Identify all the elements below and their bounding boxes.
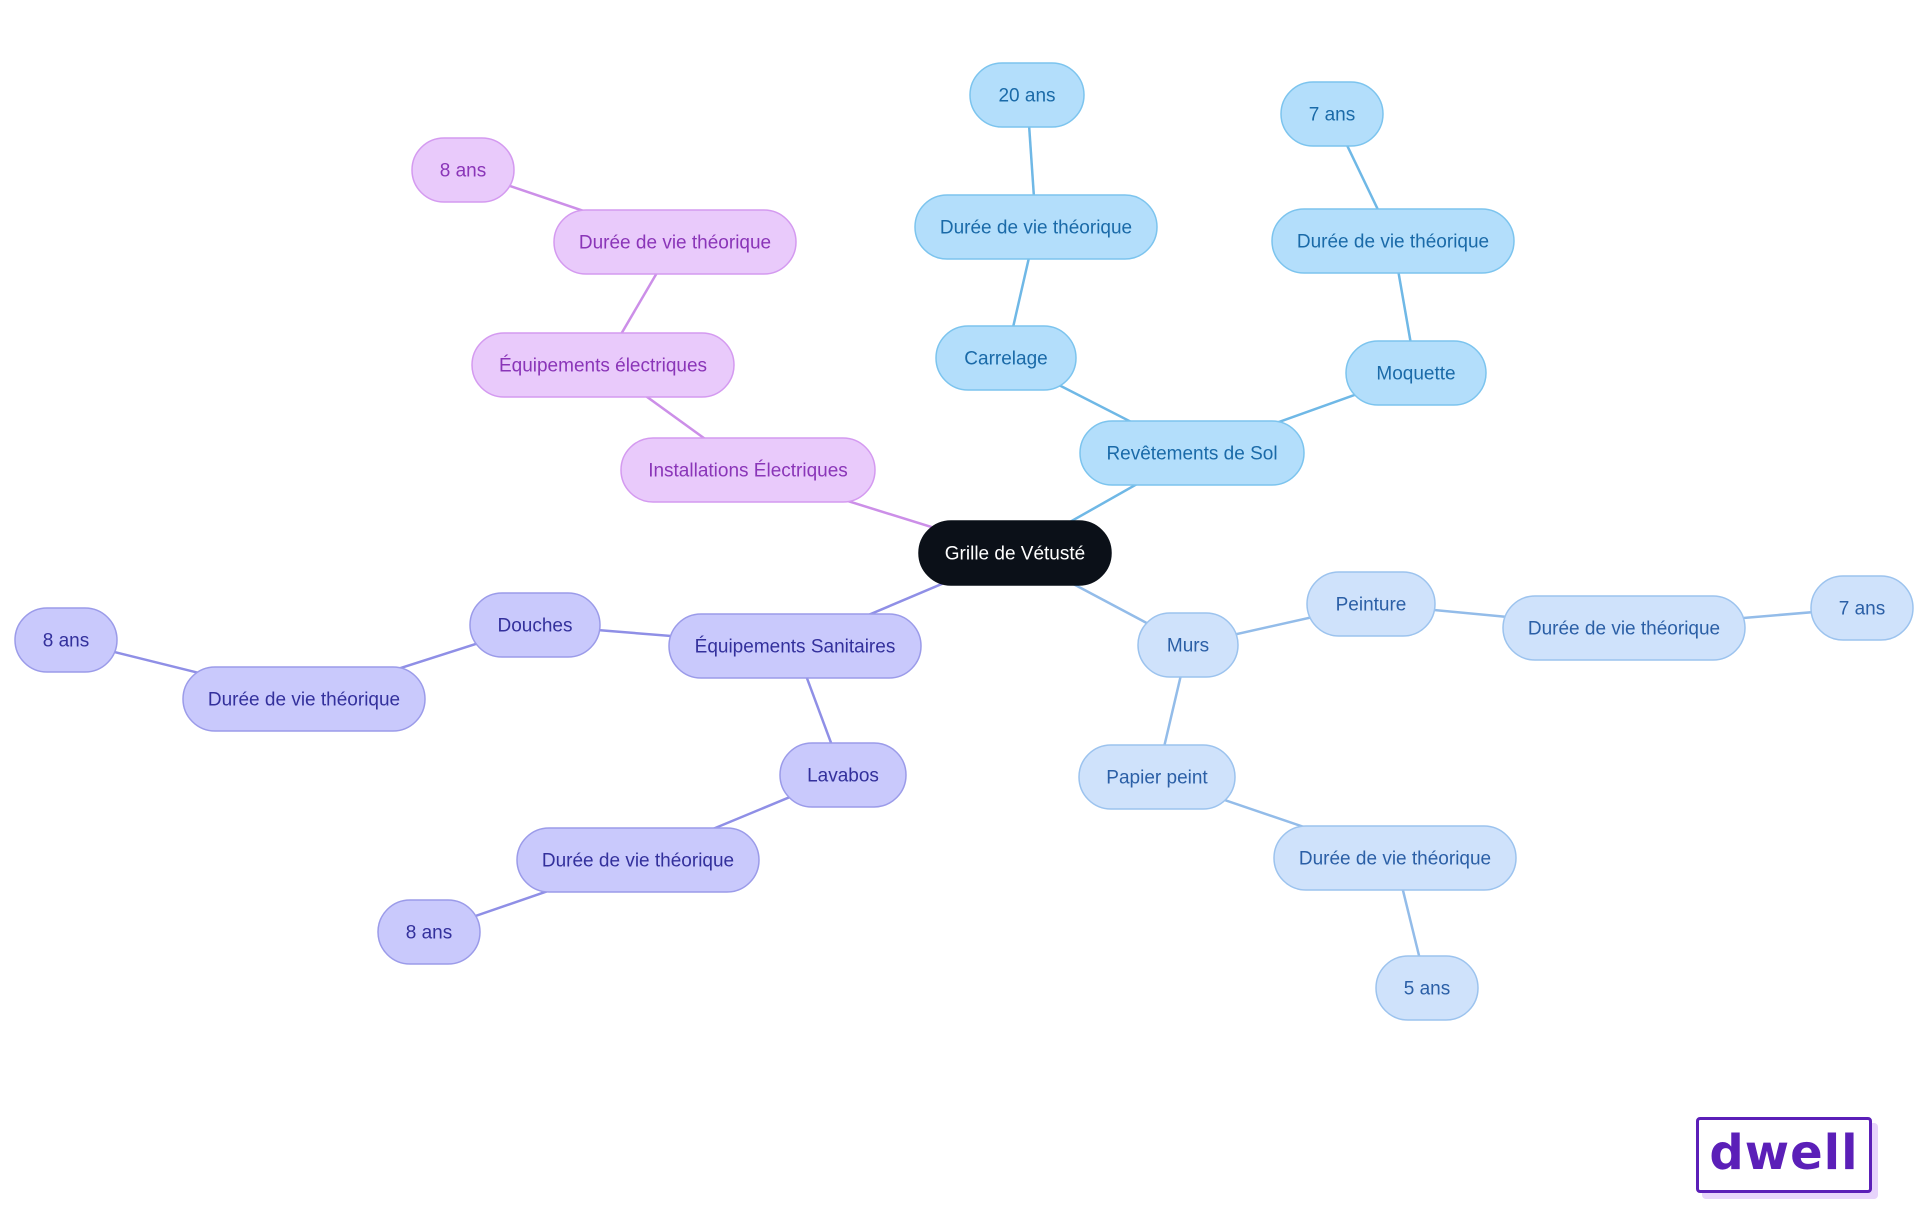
node-equipements-sanitaires-r-3-label: Équipements Sanitaires	[695, 637, 896, 658]
node-8-ans-r-2-0-0-0-bubble	[411, 137, 515, 203]
node-douches-r-3-0-label: Douches	[498, 616, 573, 637]
node-7-ans-r-0-1-0-0-label: 7 ans	[1309, 105, 1355, 126]
node-carrelage-r-0-0[interactable]: Carrelage	[935, 325, 1077, 391]
node-lavabos-r-3-1[interactable]: Lavabos	[779, 742, 907, 808]
node-murs-r-1[interactable]: Murs	[1137, 612, 1239, 678]
node-duree-de-vie-theorique-r-1-1-0[interactable]: Durée de vie théorique	[1273, 825, 1517, 891]
node-duree-de-vie-theorique-r-1-1-0-bubble	[1273, 825, 1517, 891]
node-5-ans-r-1-1-0-0-label: 5 ans	[1404, 979, 1450, 1000]
node-duree-de-vie-theorique-r-3-1-0-label: Durée de vie théorique	[542, 851, 734, 872]
dwell-logo: dwell	[1696, 1117, 1872, 1193]
node-duree-de-vie-theorique-r-0-0-0-label: Durée de vie théorique	[940, 218, 1132, 239]
node-installations-electriques-r-2[interactable]: Installations Électriques	[620, 437, 876, 503]
node-duree-de-vie-theorique-r-3-0-0[interactable]: Durée de vie théorique	[182, 666, 426, 732]
node-equipements-electriques-r-2-0[interactable]: Équipements électriques	[471, 332, 735, 398]
node-duree-de-vie-theorique-r-2-0-0-bubble	[553, 209, 797, 275]
node-duree-de-vie-theorique-r-3-0-0-label: Durée de vie théorique	[208, 690, 400, 711]
node-papier-peint-r-1-1-bubble	[1078, 744, 1236, 810]
node-carrelage-r-0-0-label: Carrelage	[964, 349, 1047, 370]
node-duree-de-vie-theorique-r-0-1-0[interactable]: Durée de vie théorique	[1271, 208, 1515, 274]
node-moquette-r-0-1-label: Moquette	[1376, 364, 1455, 385]
node-20-ans-r-0-0-0-0-bubble	[969, 62, 1085, 128]
node-duree-de-vie-theorique-r-1-0-0-bubble	[1502, 595, 1746, 661]
node-7-ans-r-1-0-0-0-label: 7 ans	[1839, 599, 1885, 620]
node-equipements-sanitaires-r-3-bubble	[668, 613, 922, 679]
node-douches-r-3-0-bubble	[469, 592, 601, 658]
node-duree-de-vie-theorique-r-2-0-0-label: Durée de vie théorique	[579, 233, 771, 254]
node-carrelage-r-0-0-bubble	[935, 325, 1077, 391]
node-root-grille-de-vetuste-bubble	[918, 520, 1112, 586]
node-8-ans-r-2-0-0-0[interactable]: 8 ans	[411, 137, 515, 203]
node-8-ans-r-2-0-0-0-label: 8 ans	[440, 161, 486, 182]
node-installations-electriques-r-2-bubble	[620, 437, 876, 503]
node-duree-de-vie-theorique-r-0-0-0-bubble	[914, 194, 1158, 260]
node-duree-de-vie-theorique-r-3-0-0-bubble	[182, 666, 426, 732]
node-7-ans-r-1-0-0-0[interactable]: 7 ans	[1810, 575, 1914, 641]
node-peinture-r-1-0-bubble	[1306, 571, 1436, 637]
node-equipements-electriques-r-2-0-bubble	[471, 332, 735, 398]
node-8-ans-r-3-0-0-0-bubble	[14, 607, 118, 673]
node-root-grille-de-vetuste-label: Grille de Vétusté	[945, 544, 1085, 565]
node-equipements-sanitaires-r-3[interactable]: Équipements Sanitaires	[668, 613, 922, 679]
node-revetements-de-sol-r-0-bubble	[1079, 420, 1305, 486]
node-peinture-r-1-0[interactable]: Peinture	[1306, 571, 1436, 637]
node-revetements-de-sol-r-0[interactable]: Revêtements de Sol	[1079, 420, 1305, 486]
node-5-ans-r-1-1-0-0-bubble	[1375, 955, 1479, 1021]
node-lavabos-r-3-1-bubble	[779, 742, 907, 808]
node-duree-de-vie-theorique-r-1-1-0-label: Durée de vie théorique	[1299, 849, 1491, 870]
node-lavabos-r-3-1-label: Lavabos	[807, 766, 879, 787]
node-duree-de-vie-theorique-r-2-0-0[interactable]: Durée de vie théorique	[553, 209, 797, 275]
node-murs-r-1-bubble	[1137, 612, 1239, 678]
node-5-ans-r-1-1-0-0[interactable]: 5 ans	[1375, 955, 1479, 1021]
node-8-ans-r-3-1-0-0-label: 8 ans	[406, 923, 452, 944]
node-duree-de-vie-theorique-r-1-0-0-label: Durée de vie théorique	[1528, 619, 1720, 640]
node-duree-de-vie-theorique-r-1-0-0[interactable]: Durée de vie théorique	[1502, 595, 1746, 661]
node-20-ans-r-0-0-0-0[interactable]: 20 ans	[969, 62, 1085, 128]
node-duree-de-vie-theorique-r-0-0-0[interactable]: Durée de vie théorique	[914, 194, 1158, 260]
node-revetements-de-sol-r-0-label: Revêtements de Sol	[1106, 444, 1277, 465]
node-8-ans-r-3-0-0-0[interactable]: 8 ans	[14, 607, 118, 673]
node-8-ans-r-3-1-0-0-bubble	[377, 899, 481, 965]
node-8-ans-r-3-1-0-0[interactable]: 8 ans	[377, 899, 481, 965]
node-moquette-r-0-1[interactable]: Moquette	[1345, 340, 1487, 406]
node-peinture-r-1-0-label: Peinture	[1336, 595, 1407, 616]
node-equipements-electriques-r-2-0-label: Équipements électriques	[499, 356, 707, 377]
node-moquette-r-0-1-bubble	[1345, 340, 1487, 406]
node-duree-de-vie-theorique-r-0-1-0-label: Durée de vie théorique	[1297, 232, 1489, 253]
node-installations-electriques-r-2-label: Installations Électriques	[648, 461, 848, 482]
node-papier-peint-r-1-1-label: Papier peint	[1106, 768, 1208, 789]
node-root-grille-de-vetuste[interactable]: Grille de Vétusté	[918, 520, 1112, 586]
node-douches-r-3-0[interactable]: Douches	[469, 592, 601, 658]
logo-text: dwell	[1709, 1125, 1859, 1181]
node-papier-peint-r-1-1[interactable]: Papier peint	[1078, 744, 1236, 810]
node-7-ans-r-0-1-0-0[interactable]: 7 ans	[1280, 81, 1384, 147]
node-7-ans-r-1-0-0-0-bubble	[1810, 575, 1914, 641]
node-7-ans-r-0-1-0-0-bubble	[1280, 81, 1384, 147]
node-20-ans-r-0-0-0-0-label: 20 ans	[998, 86, 1055, 107]
node-duree-de-vie-theorique-r-3-1-0[interactable]: Durée de vie théorique	[516, 827, 760, 893]
node-murs-r-1-label: Murs	[1167, 636, 1209, 657]
node-duree-de-vie-theorique-r-3-1-0-bubble	[516, 827, 760, 893]
node-8-ans-r-3-0-0-0-label: 8 ans	[43, 631, 89, 652]
node-duree-de-vie-theorique-r-0-1-0-bubble	[1271, 208, 1515, 274]
